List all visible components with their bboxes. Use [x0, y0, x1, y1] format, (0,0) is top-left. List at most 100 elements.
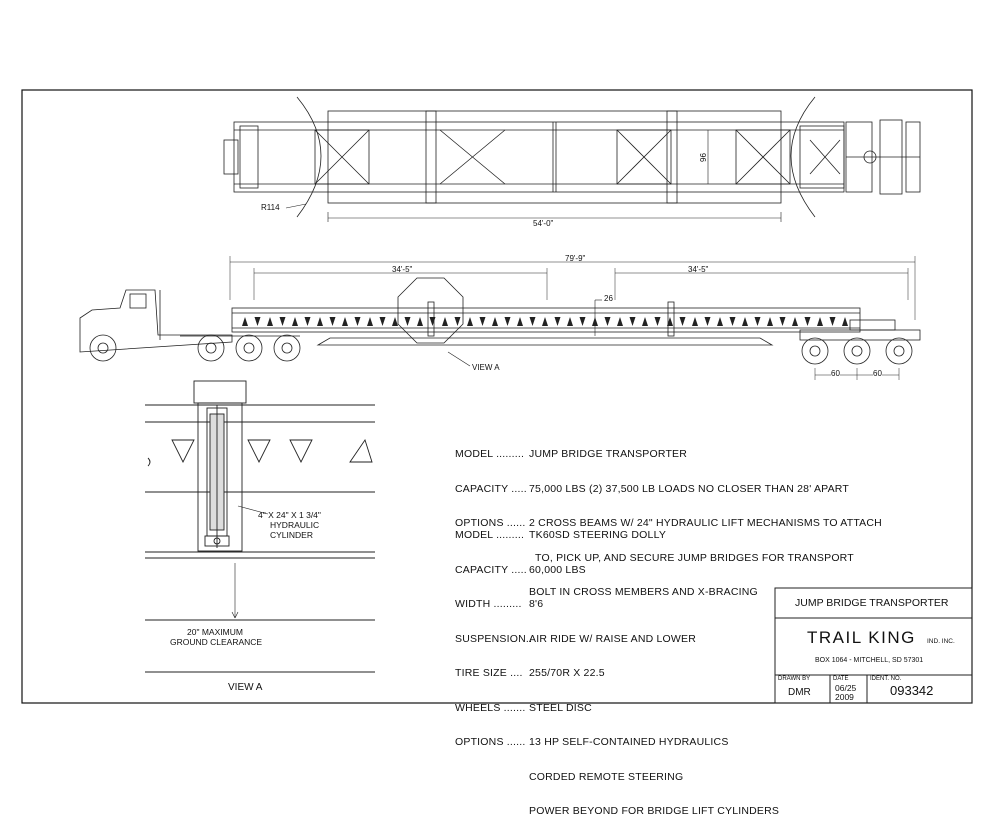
truss-hole	[842, 317, 848, 326]
drawing-border	[21, 89, 973, 704]
spec-row: CAPACITY .....75,000 LBS (2) 37,500 LB L…	[455, 482, 882, 496]
right-span-dimension: 34'-5"	[688, 265, 709, 274]
spec-row: OPTIONS ......13 HP SELF-CONTAINED HYDRA…	[455, 736, 779, 749]
truss-hole	[754, 317, 761, 326]
spec-label: MODEL .........	[455, 529, 525, 541]
truss-hole	[629, 317, 636, 326]
spec-value: 13 HP SELF-CONTAINED HYDRAULICS	[529, 736, 729, 748]
spec-label: WHEELS .......	[455, 701, 526, 714]
spec-value: AIR RIDE W/ RAISE AND LOWER	[529, 632, 697, 645]
truss-hole	[492, 317, 498, 326]
truss-hole	[429, 317, 436, 326]
length-dimension: 54'-0"	[533, 219, 554, 228]
spec-row: OPTIONS ......2 CROSS BEAMS W/ 24" HYDRA…	[455, 517, 882, 530]
spec-row: WIDTH ......... 8'6	[455, 598, 779, 611]
spec-label: WIDTH .........	[455, 598, 522, 610]
spec-row: POWER BEYOND FOR BRIDGE LIFT CYLINDERS	[455, 805, 780, 818]
truss-hole	[467, 317, 473, 326]
truss-hole	[692, 317, 698, 326]
drawn-by-value: DMR	[788, 687, 811, 698]
drawn-by-label: DRAWN BY	[778, 676, 811, 682]
truss-hole	[667, 317, 673, 326]
truss-hole	[792, 317, 798, 326]
truss-hole	[367, 317, 373, 326]
ident-label: IDENT. NO.	[870, 676, 902, 682]
truss-hole	[404, 317, 411, 326]
view-a-callout: VIEW A	[472, 363, 500, 372]
cylinder-label-2: HYDRAULIC	[270, 520, 320, 530]
spec-label	[455, 806, 529, 818]
spec-label: TIRE SIZE ....	[455, 667, 523, 679]
truss-hole	[704, 317, 711, 326]
spec-row: MODEL .........JUMP BRIDGE TRANSPORTER	[455, 448, 882, 461]
date-label: DATE	[833, 676, 849, 682]
spec-row: TIRE SIZE .... 255/70R X 22.5	[455, 667, 779, 680]
spec-transporter: MODEL .........JUMP BRIDGE TRANSPORTER C…	[455, 426, 882, 610]
company-name: TRAIL KING	[807, 628, 916, 647]
spec-value: POWER BEYOND FOR BRIDGE LIFT CYLINDERS	[529, 805, 780, 817]
spec-value: BOLT IN CROSS MEMBERS AND X-BRACING	[529, 586, 758, 598]
truss-hole	[529, 317, 536, 326]
truss-hole	[417, 317, 423, 326]
truss-hole	[567, 317, 573, 326]
truss-hole	[767, 317, 773, 326]
spec-value: 255/70R X 22.5	[529, 667, 605, 679]
truss-hole	[554, 317, 561, 326]
spec-row: MODEL ......... TK60SD STEERING DOLLY	[455, 529, 779, 542]
company-address: BOX 1064 - MITCHELL, SD 57301	[815, 657, 924, 664]
spec-row: TO, PICK UP, AND SECURE JUMP BRIDGES FOR…	[455, 552, 882, 565]
truss-hole	[254, 317, 261, 326]
spec-label	[455, 772, 529, 784]
truss-hole	[292, 317, 298, 326]
date-value-line1: 06/25	[835, 683, 857, 693]
truss-hole	[817, 317, 823, 326]
clearance-label-2: GROUND CLEARANCE	[170, 637, 263, 647]
spec-value: 8'6	[529, 598, 544, 610]
truss-hole	[617, 317, 623, 326]
axle-spacing-1: 60	[831, 369, 840, 378]
truss-hole	[829, 317, 836, 326]
spec-row: CAPACITY .....60,000 LBS	[455, 563, 779, 577]
spec-value: CORDED REMOTE STEERING	[529, 770, 684, 783]
left-span-dimension: 34'-5"	[392, 265, 413, 274]
truss-hole	[779, 317, 786, 326]
engineering-drawing	[21, 89, 973, 704]
truss-hole	[379, 317, 386, 326]
cylinder-label-1: 4" X 24" X 1 3/4"	[258, 510, 321, 520]
truss-hole	[804, 317, 811, 326]
spec-value: JUMP BRIDGE TRANSPORTER	[529, 448, 688, 460]
truss-hole	[642, 317, 648, 326]
radius-label: R114	[261, 203, 280, 212]
spec-label: SUSPENSION..	[455, 632, 533, 645]
company-suffix: IND. INC.	[927, 638, 955, 645]
spec-value: TK60SD STEERING DOLLY	[529, 529, 667, 541]
title-block-title: JUMP BRIDGE TRANSPORTER	[795, 597, 949, 609]
spec-value: 75,000 LBS (2) 37,500 LB LOADS NO CLOSER…	[529, 482, 849, 495]
truss-hole	[342, 317, 348, 326]
spec-label: CAPACITY .....	[455, 482, 527, 495]
truss-hole	[729, 317, 736, 326]
title-block-frame	[774, 587, 973, 704]
spec-value: 60,000 LBS	[529, 563, 586, 576]
truss-hole	[242, 317, 248, 326]
spec-row: BOLT IN CROSS MEMBERS AND X-BRACING	[455, 586, 882, 599]
height-dimension: 26	[604, 294, 613, 303]
overall-length-dimension: 79'-9"	[565, 254, 586, 263]
truss-hole	[392, 317, 398, 326]
truss-hole	[479, 317, 486, 326]
truss-hole	[354, 317, 361, 326]
truss-hole	[279, 317, 286, 326]
spec-row: CORDED REMOTE STEERING	[455, 770, 779, 784]
side-view	[79, 256, 921, 380]
top-view	[223, 96, 921, 222]
truss-holes	[242, 317, 848, 326]
truss-hole	[654, 317, 661, 326]
date-value-line2: 2009	[835, 692, 854, 702]
spec-row: WHEELS .......STEEL DISC	[455, 701, 779, 715]
spec-value: STEEL DISC	[529, 701, 592, 714]
spec-label: OPTIONS ......	[455, 517, 526, 529]
spec-label: CAPACITY .....	[455, 563, 527, 576]
truss-hole	[442, 317, 448, 326]
ident-number: 093342	[890, 683, 934, 698]
width-dimension: 96	[697, 153, 707, 162]
